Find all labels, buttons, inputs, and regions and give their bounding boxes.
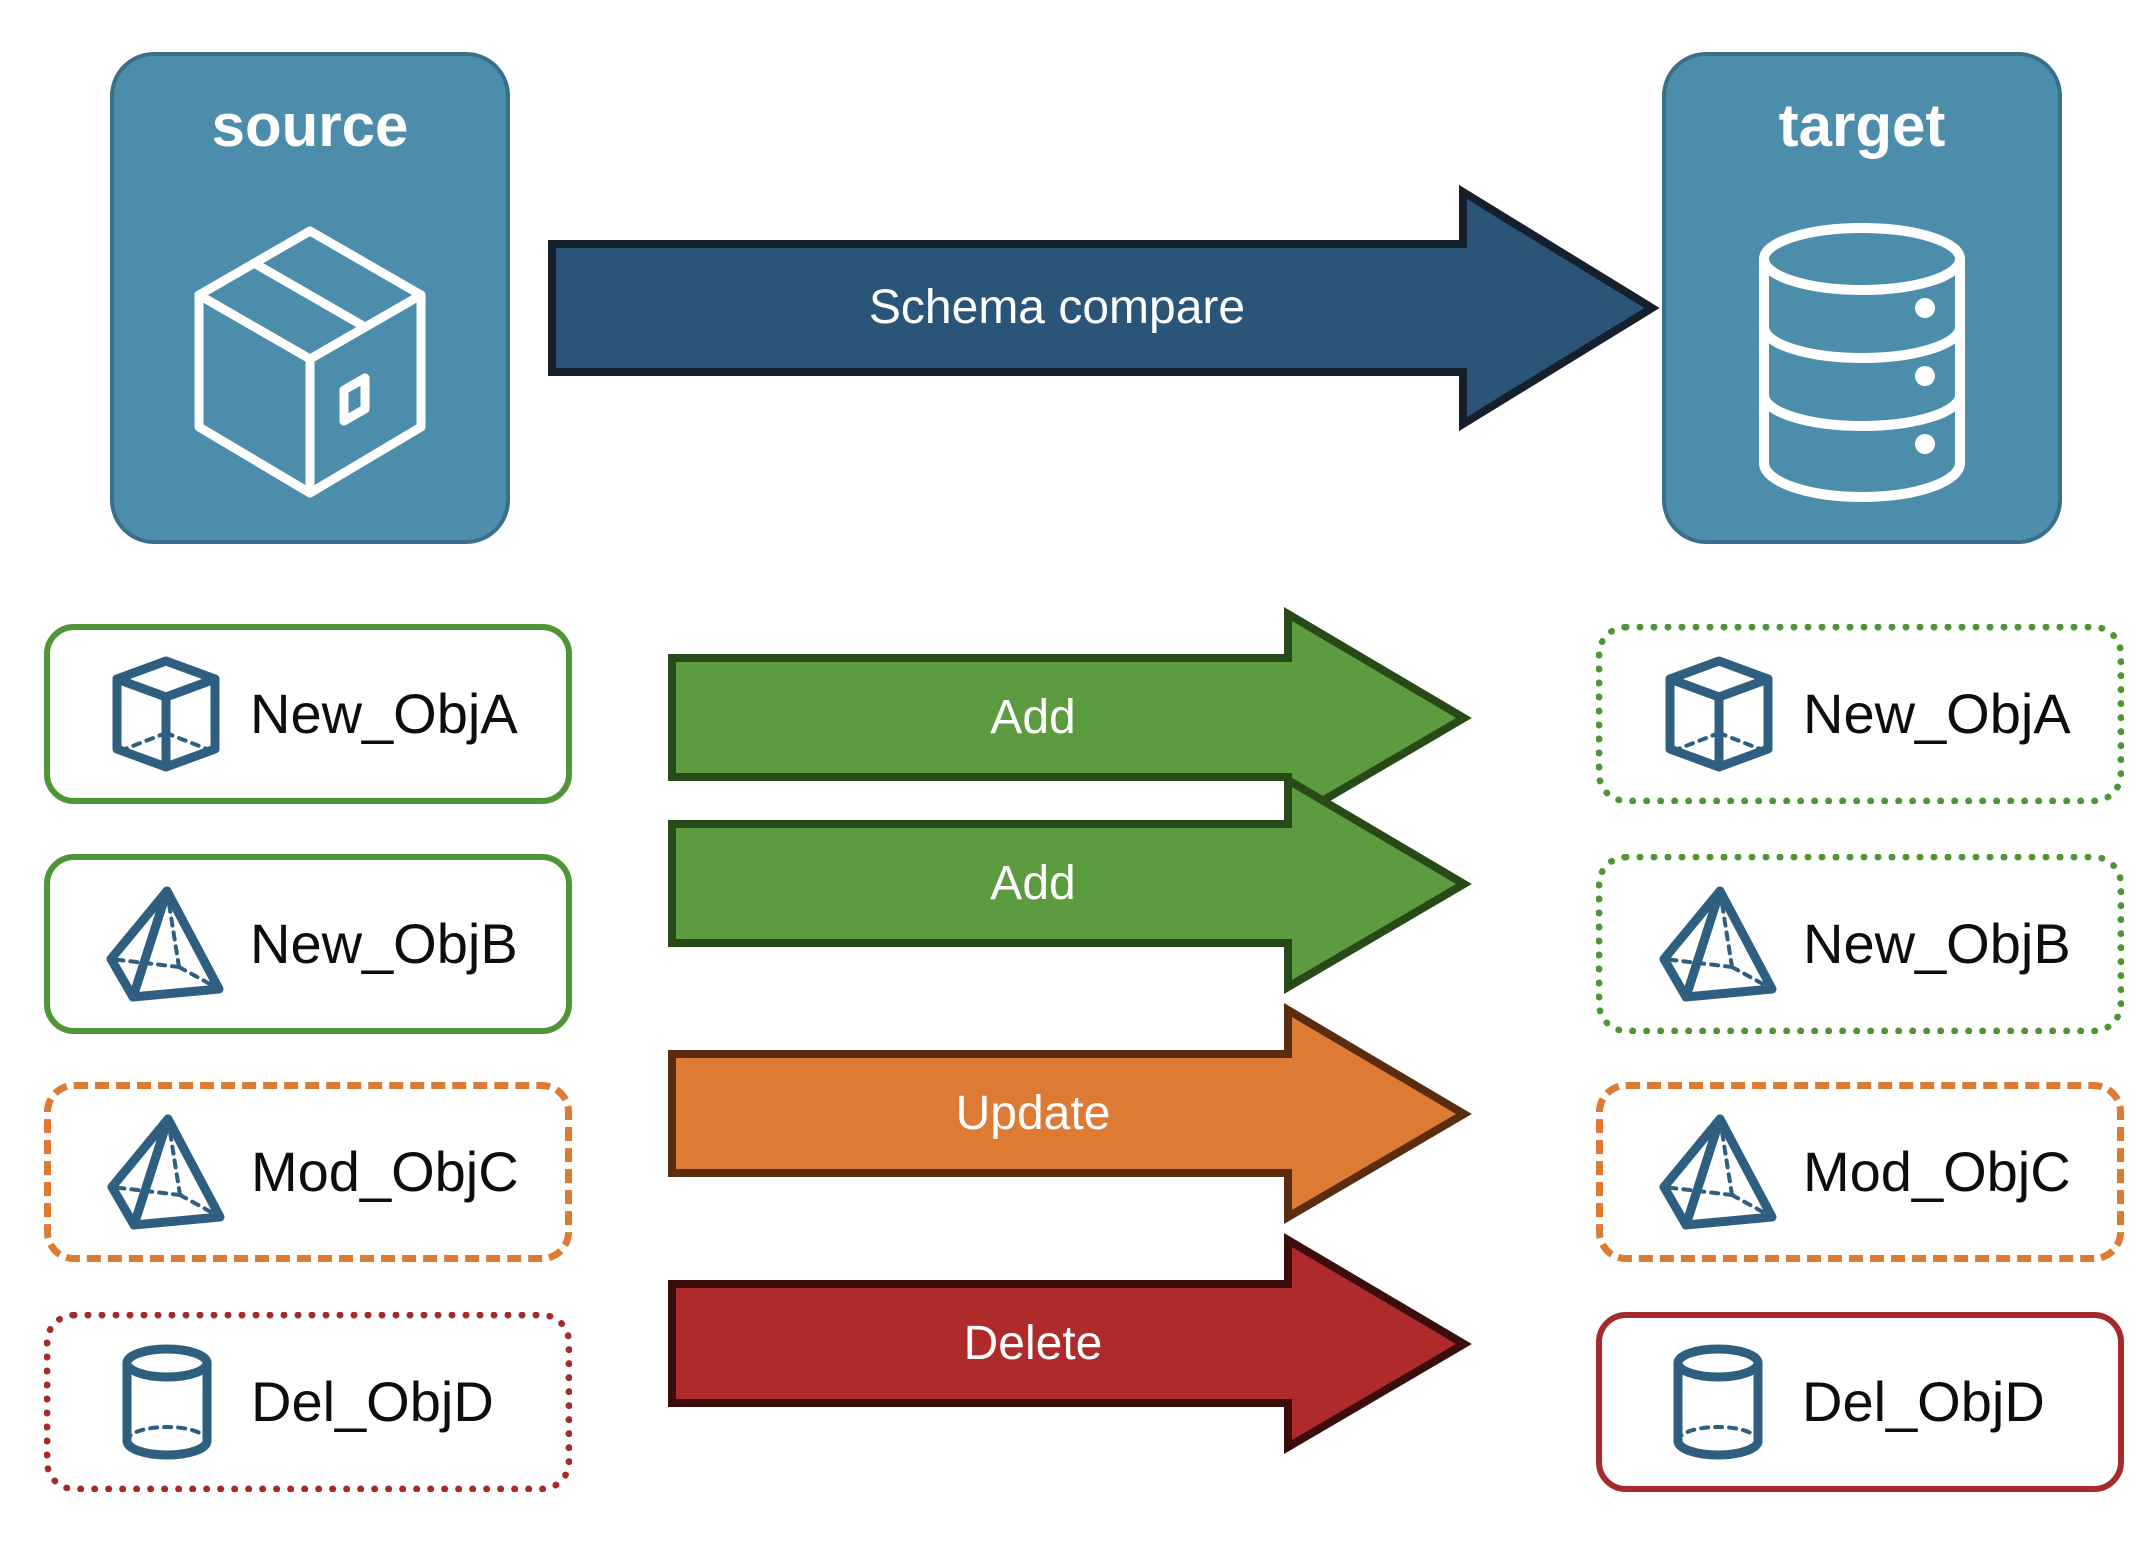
row-arrow-add-1[interactable]: Add [668, 772, 1472, 994]
row-arrow-delete-3[interactable]: Delete [668, 1232, 1472, 1454]
database-cylinder-icon [1747, 221, 1977, 502]
target-object-card-2[interactable]: Mod_ObjC [1596, 1082, 2124, 1262]
target-object-card-1[interactable]: New_ObjB [1596, 854, 2124, 1034]
cylinder-wireframe-icon [107, 1342, 227, 1462]
schema-compare-arrow[interactable]: Schema compare [548, 184, 1660, 432]
source-title: source [211, 92, 409, 159]
target-object-card-3[interactable]: Del_ObjD [1596, 1312, 2124, 1492]
target-endpoint-card[interactable]: target [1662, 52, 2062, 544]
source-object-label-3: Del_ObjD [251, 1370, 494, 1433]
target-object-label-2: Mod_ObjC [1803, 1140, 2071, 1203]
package-box-icon [185, 221, 435, 511]
pyramid-wireframe-icon [107, 1112, 227, 1232]
target-title: target [1778, 92, 1946, 159]
target-object-label-0: New_ObjA [1803, 682, 2071, 745]
pyramid-wireframe-icon [1659, 1112, 1779, 1232]
cylinder-wireframe-icon [1658, 1342, 1778, 1462]
pyramid-wireframe-icon [106, 884, 226, 1004]
source-object-card-2[interactable]: Mod_ObjC [44, 1082, 572, 1262]
row-arrow-update-2[interactable]: Update [668, 1002, 1472, 1224]
cube-wireframe-icon [1659, 654, 1779, 774]
target-object-label-1: New_ObjB [1803, 912, 2071, 975]
target-object-label-3: Del_ObjD [1802, 1370, 2045, 1433]
source-object-card-0[interactable]: New_ObjA [44, 624, 572, 804]
source-object-label-2: Mod_ObjC [251, 1140, 519, 1203]
cube-wireframe-icon [106, 654, 226, 774]
source-object-card-3[interactable]: Del_ObjD [44, 1312, 572, 1492]
source-endpoint-card[interactable]: source [110, 52, 510, 544]
target-object-card-0[interactable]: New_ObjA [1596, 624, 2124, 804]
source-object-label-0: New_ObjA [250, 682, 518, 745]
source-object-label-1: New_ObjB [250, 912, 518, 975]
pyramid-wireframe-icon [1659, 884, 1779, 1004]
source-object-card-1[interactable]: New_ObjB [44, 854, 572, 1034]
